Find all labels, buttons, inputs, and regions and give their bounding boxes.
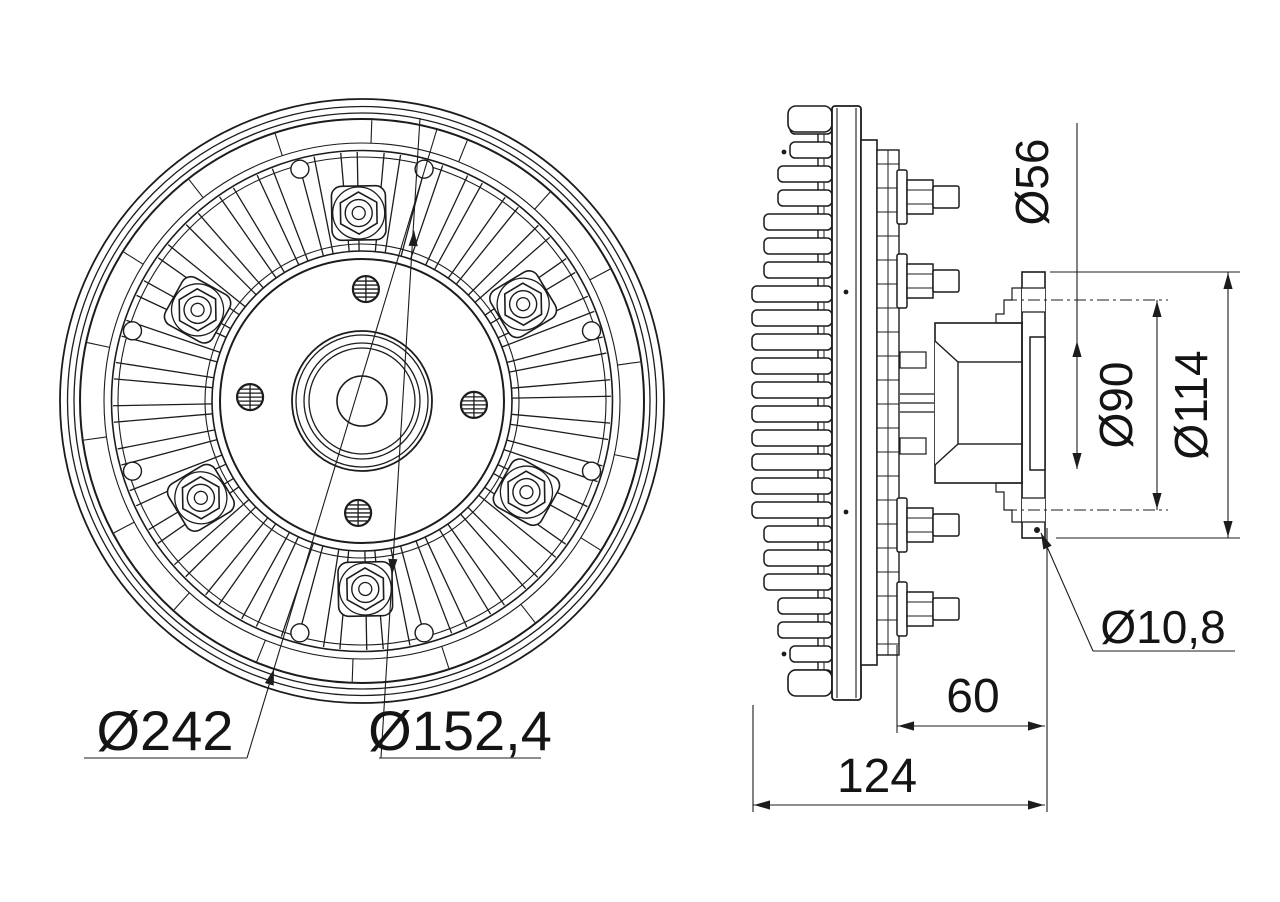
dim-label-total-depth: 124	[837, 750, 917, 803]
dim-bolt-hole-diameter: Ø10,8	[1034, 527, 1235, 653]
side-hub-section	[934, 287, 1023, 523]
dim-label-front-inner: Ø152,4	[368, 699, 552, 762]
dim-flange-diameter: Ø114	[1050, 271, 1240, 539]
dim-flange-depth: 60	[896, 528, 1048, 812]
dim-label-pilot-diameter: Ø56	[1006, 139, 1058, 226]
side-pilot-boss	[1029, 336, 1046, 471]
side-center-hardware	[899, 351, 934, 455]
dim-total-depth: 124	[752, 705, 1045, 812]
side-view	[751, 105, 1046, 701]
front-rim-circles	[59, 98, 665, 704]
front-outer-ring-ticks	[83, 120, 641, 682]
side-hub-bore	[957, 361, 1023, 445]
front-plate-holes	[122, 159, 602, 643]
front-hub-rings	[291, 330, 433, 472]
rivet-dot	[843, 509, 849, 515]
front-disc-vent-holes	[235, 274, 489, 528]
dimension-arrowheads	[264, 230, 1233, 810]
side-cover-plate	[831, 105, 862, 701]
side-fin-cap-top	[787, 105, 833, 133]
dim-pilot-diameter: Ø56	[1006, 123, 1078, 469]
dim-front-outer-diameter: Ø242	[84, 128, 438, 762]
dim-bolt-circle-diameter: Ø90	[1090, 300, 1158, 510]
dimension-annotations: Ø56 Ø114 Ø90 Ø10,8 60	[84, 117, 1240, 812]
front-cooling-fins	[113, 152, 611, 650]
side-mounting-studs	[896, 169, 960, 637]
side-rear-plate	[860, 139, 878, 666]
dim-front-inner-diameter: Ø152,4	[368, 117, 552, 762]
side-flange-section	[1021, 271, 1046, 539]
front-hub-bolts	[163, 184, 561, 618]
dim-label-front-outer: Ø242	[97, 699, 234, 762]
side-fin-cap-bottom	[787, 669, 833, 697]
rivet-dot	[843, 289, 849, 295]
side-bracket-details	[877, 150, 899, 655]
rivet-dot	[781, 149, 787, 155]
rivet-dot	[781, 651, 787, 657]
dim-label-bolt-circle: Ø90	[1090, 362, 1142, 449]
dim-label-flange-depth: 60	[946, 670, 999, 723]
dim-label-bolt-hole: Ø10,8	[1100, 601, 1225, 653]
front-view	[59, 98, 665, 704]
dim-label-flange-diameter: Ø114	[1165, 350, 1217, 459]
